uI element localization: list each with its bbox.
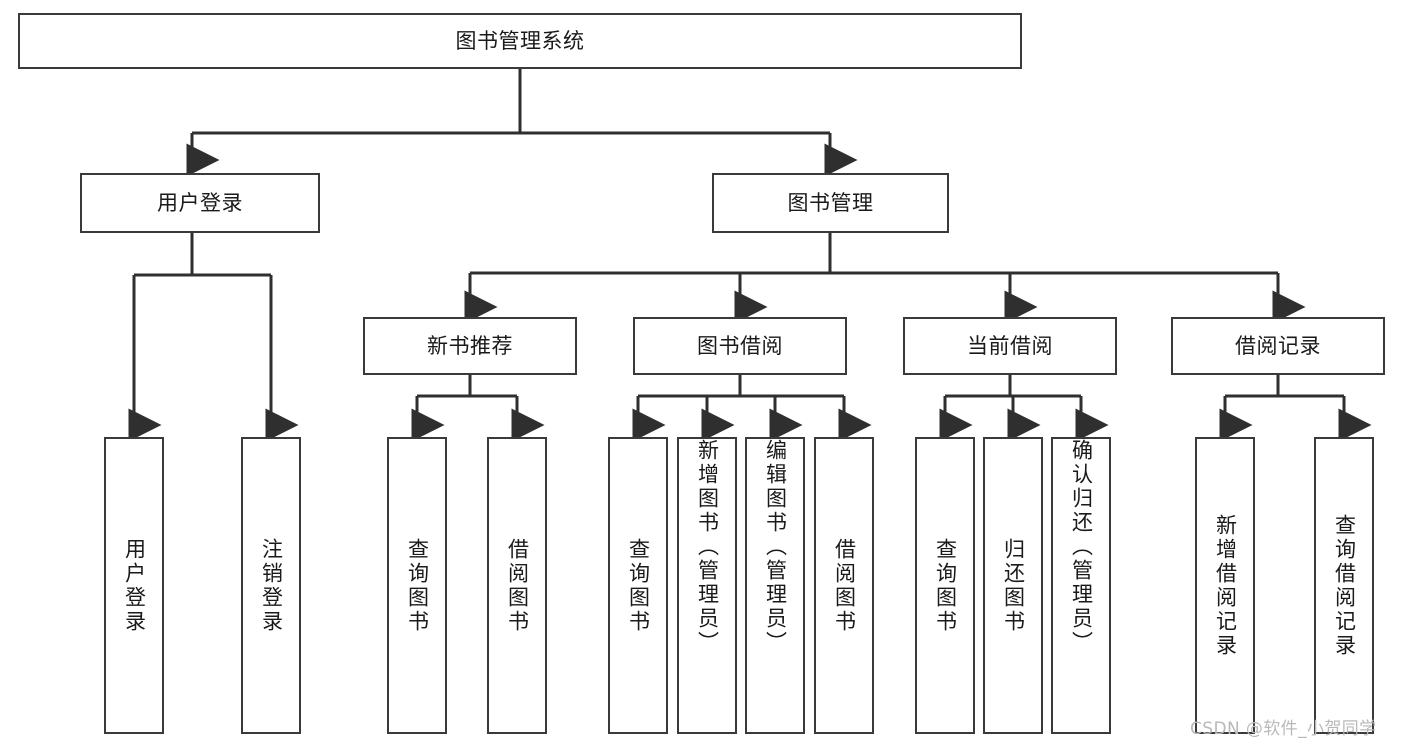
node-book-manage-label: 图书管理 xyxy=(787,190,874,215)
node-leaf-user-login-label: 用户登录 xyxy=(122,537,147,634)
node-leaf-add-borrow-record[interactable]: 新增借阅记录 xyxy=(1195,437,1255,734)
node-leaf-add-book-admin-label: 新增图书（管理员） xyxy=(695,439,720,655)
node-new-book-rec[interactable]: 新书推荐 xyxy=(363,317,577,375)
csdn-watermark: CSDN @软件_小贺同学 xyxy=(1190,719,1377,739)
node-leaf-borrow-book-b-label: 借阅图书 xyxy=(832,537,857,634)
node-current-borrow[interactable]: 当前借阅 xyxy=(903,317,1117,375)
node-leaf-query-book-a-label: 查询图书 xyxy=(405,537,430,634)
node-leaf-borrow-book-a-label: 借阅图书 xyxy=(505,537,530,634)
node-borrow-record-label: 借阅记录 xyxy=(1235,333,1321,358)
node-leaf-query-book-c-label: 查询图书 xyxy=(933,537,958,634)
node-leaf-confirm-return-admin-label: 确认归还（管理员） xyxy=(1069,439,1094,655)
node-leaf-user-login[interactable]: 用户登录 xyxy=(104,437,164,734)
node-leaf-logout[interactable]: 注销登录 xyxy=(241,437,301,734)
node-leaf-query-book-b-label: 查询图书 xyxy=(626,537,651,634)
node-leaf-edit-book-admin-label: 编辑图书（管理员） xyxy=(763,439,788,655)
node-leaf-logout-label: 注销登录 xyxy=(259,537,284,634)
node-book-borrow-label: 图书借阅 xyxy=(697,333,783,358)
node-leaf-query-book-b[interactable]: 查询图书 xyxy=(608,437,668,734)
node-borrow-record[interactable]: 借阅记录 xyxy=(1171,317,1385,375)
node-leaf-confirm-return-admin[interactable]: 确认归还（管理员） xyxy=(1051,437,1111,734)
node-root[interactable]: 图书管理系统 xyxy=(18,13,1022,69)
node-new-book-rec-label: 新书推荐 xyxy=(427,333,513,358)
node-leaf-query-borrow-record[interactable]: 查询借阅记录 xyxy=(1314,437,1374,734)
node-leaf-query-book-a[interactable]: 查询图书 xyxy=(387,437,447,734)
node-leaf-query-book-c[interactable]: 查询图书 xyxy=(915,437,975,734)
node-leaf-borrow-book-a[interactable]: 借阅图书 xyxy=(487,437,547,734)
node-book-borrow[interactable]: 图书借阅 xyxy=(633,317,847,375)
node-leaf-add-borrow-record-label: 新增借阅记录 xyxy=(1213,513,1238,658)
node-leaf-query-borrow-record-label: 查询借阅记录 xyxy=(1332,513,1357,658)
node-current-borrow-label: 当前借阅 xyxy=(967,333,1053,358)
node-leaf-borrow-book-b[interactable]: 借阅图书 xyxy=(814,437,874,734)
node-book-manage[interactable]: 图书管理 xyxy=(712,173,949,233)
node-user-login[interactable]: 用户登录 xyxy=(80,173,320,233)
node-leaf-add-book-admin[interactable]: 新增图书（管理员） xyxy=(677,437,737,734)
node-leaf-return-book[interactable]: 归还图书 xyxy=(983,437,1043,734)
node-user-login-label: 用户登录 xyxy=(157,190,243,215)
node-leaf-edit-book-admin[interactable]: 编辑图书（管理员） xyxy=(745,437,805,734)
node-root-label: 图书管理系统 xyxy=(455,28,585,53)
node-leaf-return-book-label: 归还图书 xyxy=(1001,537,1026,634)
